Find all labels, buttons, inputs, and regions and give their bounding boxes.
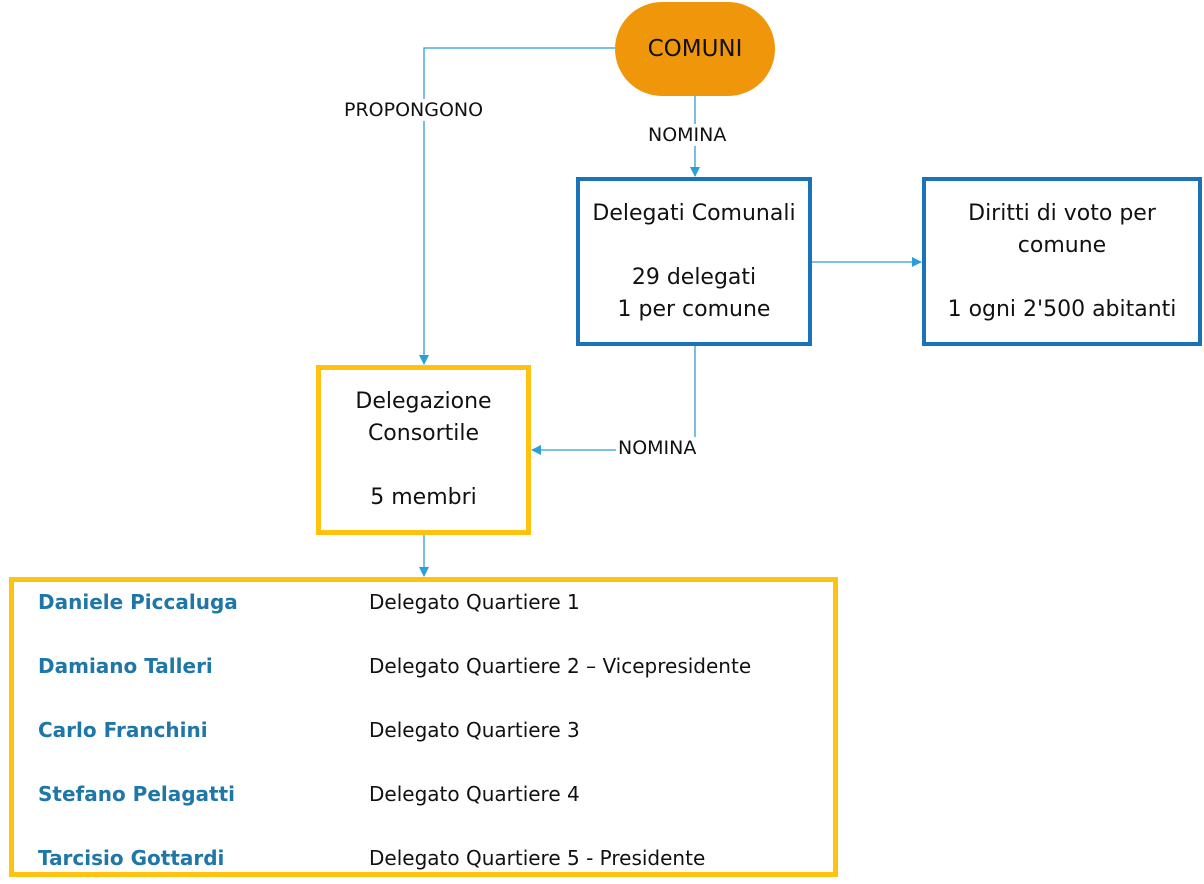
diritti-title-1: Diritti di voto per [968, 200, 1156, 226]
member-name: Stefano Pelagatti [38, 782, 236, 806]
member-row: Stefano Pelagatti Delegato Quartiere 4 [14, 778, 833, 810]
member-name: Daniele Piccaluga [38, 590, 238, 614]
node-comuni: COMUNI [615, 2, 775, 96]
member-row: Tarcisio Gottardi Delegato Quartiere 5 -… [14, 842, 833, 874]
edge-label-propongono: PROPONGONO [342, 99, 486, 121]
delegati-rule: 1 per comune [617, 296, 771, 322]
edge-nomina-bottom [531, 346, 696, 455]
member-role: Delegato Quartiere 2 – Vicepresidente [369, 654, 752, 678]
member-name: Tarcisio Gottardi [38, 846, 225, 870]
edge-label-nomina-top: NOMINA [646, 124, 729, 146]
diritti-detail: 1 ogni 2'500 abitanti [947, 296, 1177, 322]
node-delegazione-consortile: Delegazione Consortile 5 membri [316, 365, 531, 535]
delegazione-title-2: Consortile [367, 421, 480, 446]
node-delegati-comunali: Delegati Comunali 29 delegati 1 per comu… [576, 177, 812, 346]
member-role: Delegato Quartiere 4 [369, 782, 580, 806]
member-name: Damiano Talleri [38, 654, 213, 678]
delegazione-detail: 5 membri [370, 485, 477, 510]
edge-propongono [419, 47, 615, 365]
member-row: Carlo Franchini Delegato Quartiere 3 [14, 714, 833, 746]
members-box: Daniele Piccaluga Delegato Quartiere 1 D… [9, 577, 838, 877]
edge-label-nomina-bottom: NOMINA [616, 437, 699, 459]
delegati-count: 29 delegati [631, 264, 757, 290]
member-row: Daniele Piccaluga Delegato Quartiere 1 [14, 586, 833, 618]
member-role: Delegato Quartiere 3 [369, 718, 580, 742]
member-name: Carlo Franchini [38, 718, 208, 742]
diritti-title-2: comune [1017, 232, 1107, 258]
delegati-title: Delegati Comunali [592, 200, 796, 226]
node-comuni-label: COMUNI [647, 36, 743, 62]
node-diritti-voto: Diritti di voto per comune 1 ogni 2'500 … [922, 177, 1202, 346]
delegazione-title-1: Delegazione [355, 389, 492, 414]
member-row: Damiano Talleri Delegato Quartiere 2 – V… [14, 650, 833, 682]
member-role: Delegato Quartiere 5 - Presidente [369, 846, 706, 870]
member-role: Delegato Quartiere 1 [369, 590, 580, 614]
